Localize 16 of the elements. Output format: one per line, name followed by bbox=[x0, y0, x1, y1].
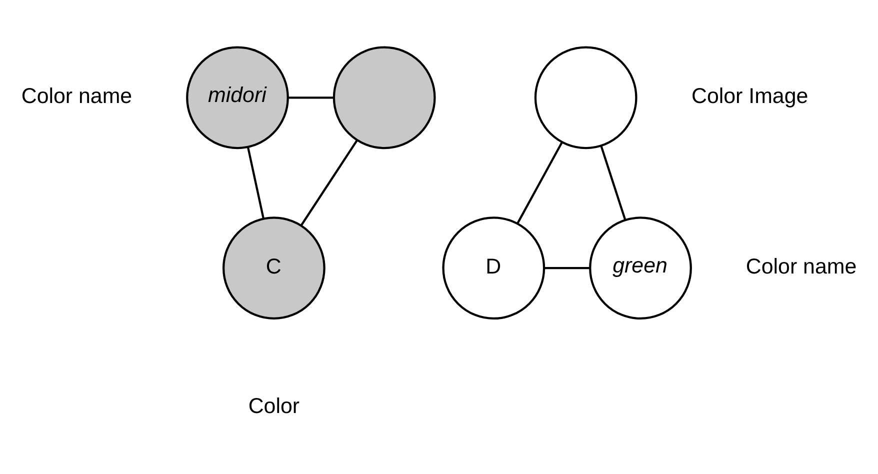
node-label: Color name bbox=[21, 84, 132, 108]
connector bbox=[300, 140, 358, 226]
connector bbox=[600, 146, 626, 220]
connector bbox=[516, 142, 563, 224]
connector bbox=[288, 96, 334, 99]
node-circle bbox=[332, 46, 436, 150]
connector bbox=[246, 146, 265, 219]
label: Color bbox=[248, 394, 300, 418]
node-circle: C bbox=[222, 216, 326, 320]
node-circle: green bbox=[589, 216, 692, 320]
node-label: Color name bbox=[746, 254, 857, 278]
node-circle bbox=[534, 46, 638, 150]
node-circle: midori bbox=[186, 46, 289, 150]
label: Color Image bbox=[691, 84, 808, 108]
connector bbox=[544, 267, 590, 270]
node-circle: D bbox=[442, 216, 546, 320]
